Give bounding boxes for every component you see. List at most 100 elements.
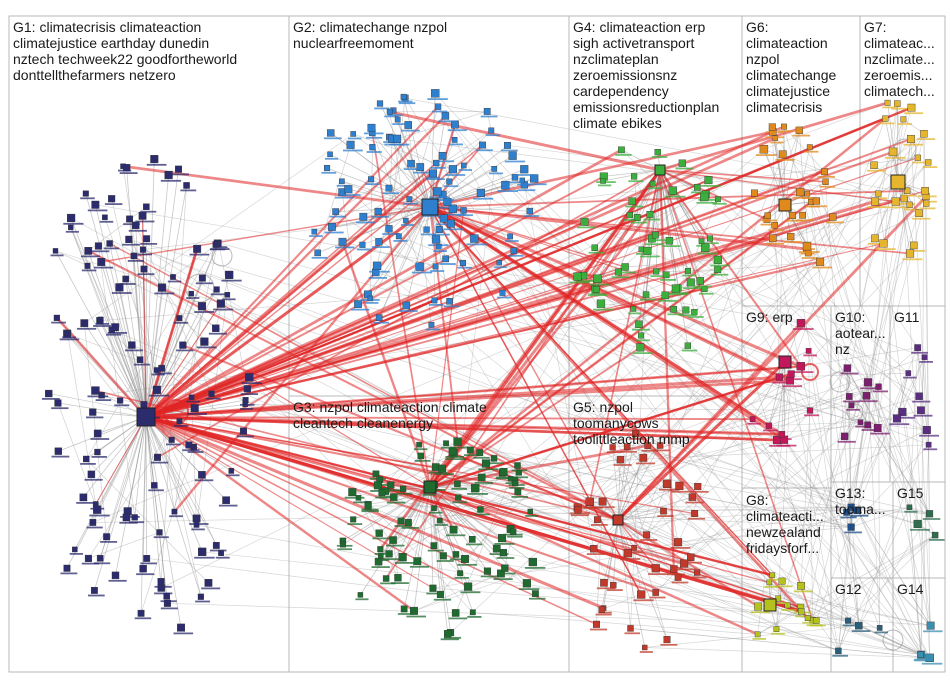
edge	[318, 145, 351, 253]
node-avatar	[848, 524, 855, 531]
node-avatar	[245, 373, 253, 381]
node-avatar	[365, 503, 372, 510]
node-avatar	[447, 298, 453, 304]
node-avatar	[407, 197, 412, 202]
node-avatar	[586, 498, 594, 506]
node	[88, 587, 105, 596]
node-label-mark	[451, 488, 467, 490]
node-label-mark	[473, 457, 490, 459]
node-label-mark	[529, 598, 546, 600]
node-label-mark	[633, 352, 653, 354]
node-label-mark	[433, 234, 450, 236]
node-label-mark	[701, 185, 721, 187]
node-label-mark	[632, 329, 650, 331]
node-avatar	[653, 589, 659, 595]
node-label-mark	[888, 207, 908, 209]
node-label-mark	[475, 514, 490, 516]
node-avatar	[653, 269, 659, 275]
node	[82, 555, 99, 564]
edge	[645, 648, 930, 658]
node-label-mark	[357, 249, 372, 251]
node-label-mark	[786, 220, 803, 222]
node-avatar	[439, 465, 446, 472]
node-avatar	[504, 142, 510, 148]
node-avatar	[926, 442, 931, 447]
node-label-mark	[810, 205, 828, 207]
node-label-mark	[434, 599, 451, 601]
node-label-mark	[748, 197, 765, 199]
node-avatar	[433, 264, 438, 269]
node-label-mark	[213, 309, 233, 311]
node-label-mark	[597, 587, 616, 589]
node-label-mark	[607, 589, 623, 591]
node-avatar	[631, 174, 637, 180]
node-label-mark	[517, 184, 530, 186]
node-label-mark	[426, 178, 445, 180]
edge	[578, 510, 857, 511]
node	[137, 247, 152, 256]
node-label-mark	[373, 322, 389, 324]
node-avatar	[358, 592, 363, 597]
node-avatar	[707, 236, 713, 242]
node-avatar	[594, 517, 600, 523]
node-avatar	[769, 235, 776, 242]
node-avatar	[823, 179, 829, 185]
node-label-mark	[140, 563, 157, 565]
node-avatar	[212, 325, 219, 332]
node-avatar	[368, 124, 376, 132]
node	[441, 630, 459, 640]
node-label-mark	[365, 302, 378, 304]
node-avatar	[610, 445, 616, 451]
node-label-mark	[766, 136, 784, 138]
node-label-mark	[432, 111, 447, 113]
node	[929, 532, 945, 541]
node-label-mark	[525, 567, 545, 569]
node-label-mark	[324, 137, 342, 139]
node-label-mark	[51, 407, 68, 409]
node-avatar	[405, 519, 412, 526]
node-avatar	[429, 170, 436, 177]
node-label-mark	[196, 282, 213, 284]
node-label-mark	[850, 515, 868, 517]
node-avatar	[470, 235, 478, 243]
node-avatar	[593, 286, 599, 292]
node	[917, 130, 935, 140]
node-label-mark	[398, 613, 414, 615]
node-label-mark	[63, 223, 83, 225]
node-avatar	[922, 187, 929, 194]
node-label-mark	[240, 408, 253, 410]
node-label-mark	[441, 447, 455, 449]
node	[505, 152, 525, 163]
node-avatar	[418, 453, 424, 459]
node-label-mark	[51, 322, 66, 324]
node-label-mark	[826, 222, 844, 224]
node-avatar	[189, 291, 194, 296]
node-label-mark	[406, 616, 426, 618]
node-avatar	[908, 104, 915, 111]
node-label-mark	[172, 174, 189, 176]
node-label-mark	[154, 593, 172, 595]
node-avatar	[920, 130, 927, 137]
node-avatar	[484, 108, 490, 114]
node-label-mark	[911, 352, 928, 354]
node-label-mark	[355, 598, 368, 600]
node-label-mark	[776, 445, 796, 447]
node-label-mark	[453, 501, 468, 503]
node-avatar	[453, 551, 459, 557]
node-label-mark	[876, 248, 896, 250]
node-avatar	[440, 553, 447, 560]
node-avatar	[581, 218, 588, 225]
hub-node	[424, 481, 436, 493]
node-avatar	[194, 522, 199, 527]
node-avatar	[467, 447, 473, 453]
node	[355, 592, 368, 600]
node-avatar	[444, 198, 451, 205]
node-avatar	[632, 431, 638, 437]
node-label-mark	[918, 196, 937, 198]
node-avatar	[528, 509, 533, 514]
node-label-mark	[672, 582, 689, 584]
node-label-mark	[904, 511, 917, 513]
node-label-mark	[386, 545, 405, 547]
node-avatar	[885, 100, 890, 105]
node-avatar	[642, 645, 647, 650]
